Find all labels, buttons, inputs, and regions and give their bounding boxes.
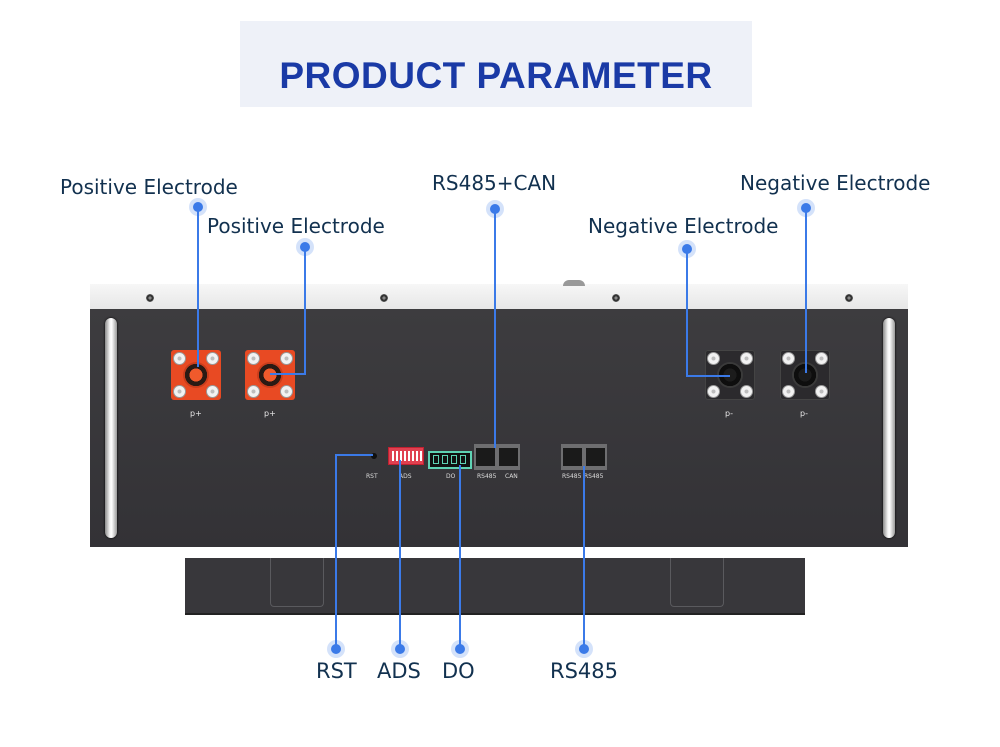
right-handle [883, 318, 895, 538]
rst-button [371, 453, 377, 459]
callout-positive-electrode-1: Positive Electrode [60, 175, 238, 199]
bolt-icon [173, 352, 186, 365]
label-do: DO [446, 473, 456, 480]
top-plate [90, 284, 908, 311]
leader-line [197, 207, 199, 367]
rj45-port-rs485 [476, 448, 495, 466]
leader-line [686, 375, 730, 377]
rs485-can-ports [474, 444, 520, 470]
bolt-icon [815, 352, 828, 365]
callout-rs485-can: RS485+CAN [432, 171, 557, 195]
leader-dot [682, 244, 692, 254]
leader-dot [395, 644, 405, 654]
rj45-port-can [499, 448, 518, 466]
base-gap [220, 547, 762, 557]
label-can: CAN [505, 473, 518, 480]
top-knob [563, 280, 585, 286]
leader-line [399, 460, 401, 648]
ads-dip-switch [388, 447, 424, 465]
label-rs485-bottom: RS485 [550, 659, 619, 683]
bolt-icon [206, 385, 219, 398]
screw-icon [612, 294, 620, 302]
bolt-icon [707, 352, 720, 365]
left-handle [105, 318, 117, 538]
negative-connector-2 [780, 350, 830, 400]
screw-icon [380, 294, 388, 302]
leader-line [270, 373, 306, 375]
rj45-port-rs485 [563, 448, 582, 466]
screw-icon [845, 294, 853, 302]
bolt-icon [782, 385, 795, 398]
label-p-plus-2: p+ [264, 409, 276, 418]
leader-dot [331, 644, 341, 654]
leader-line [459, 465, 461, 648]
foot-bracket [670, 558, 724, 607]
front-panel [90, 309, 908, 547]
bolt-icon [707, 385, 720, 398]
label-p-minus-2: p- [800, 409, 808, 418]
callout-negative-electrode-2: Negative Electrode [740, 171, 931, 195]
label-do-bottom: DO [442, 659, 475, 683]
bolt-icon [740, 352, 753, 365]
bolt-icon [782, 352, 795, 365]
leader-line [304, 246, 306, 375]
label-rst: RST [366, 473, 378, 480]
positive-connector-2 [245, 350, 295, 400]
leader-line [805, 208, 807, 373]
label-rs485-c: RS485 [584, 473, 604, 480]
bolt-icon [173, 385, 186, 398]
callout-negative-electrode-1: Negative Electrode [588, 214, 779, 238]
callout-positive-electrode-2: Positive Electrode [207, 214, 385, 238]
label-ads-bottom: ADS [377, 659, 421, 683]
leader-line [494, 208, 496, 448]
label-p-plus-1: p+ [190, 409, 202, 418]
bolt-icon [280, 385, 293, 398]
label-rs485-a: RS485 [477, 473, 497, 480]
rj45-port-rs485 [586, 448, 605, 466]
bolt-icon [206, 352, 219, 365]
leader-line [335, 454, 337, 648]
do-terminal [428, 451, 472, 469]
bolt-icon [247, 352, 260, 365]
label-ads: ADS [399, 473, 412, 480]
title-banner: PRODUCT PARAMETER [240, 21, 752, 107]
positive-connector-1 [171, 350, 221, 400]
leader-line [583, 466, 585, 648]
label-p-minus-1: p- [725, 409, 733, 418]
leader-dot [455, 644, 465, 654]
rs485-ports [561, 444, 607, 470]
bolt-icon [815, 385, 828, 398]
leader-dot [490, 204, 500, 214]
label-rs485-b: RS485 [562, 473, 582, 480]
socket-icon [183, 362, 209, 388]
page-title: PRODUCT PARAMETER [279, 55, 713, 96]
socket-icon [257, 362, 283, 388]
negative-connector-1 [705, 350, 755, 400]
screw-icon [146, 294, 154, 302]
leader-dot [801, 203, 811, 213]
foot-bracket [270, 558, 324, 607]
base-rail [185, 558, 805, 615]
leader-line [335, 454, 373, 456]
leader-dot [579, 644, 589, 654]
leader-dot [300, 242, 310, 252]
bolt-icon [280, 352, 293, 365]
label-rst-bottom: RST [316, 659, 357, 683]
leader-dot [193, 202, 203, 212]
bolt-icon [247, 385, 260, 398]
bolt-icon [740, 385, 753, 398]
leader-line [686, 248, 688, 377]
